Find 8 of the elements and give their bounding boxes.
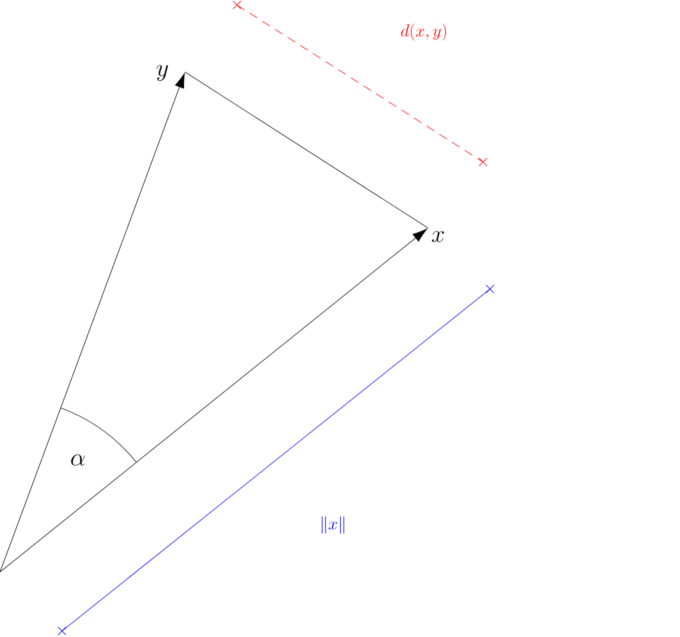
dimension-label: $\|x\|$ [322, 516, 344, 534]
angle-label: $\alpha$ [71, 454, 85, 466]
vector-label: $x$ [432, 230, 444, 242]
vector-label: $y$ [156, 64, 168, 81]
arrow [0, 73, 185, 572]
dimension-label: $d(x,y)$ [401, 23, 446, 41]
line [184, 72, 428, 228]
arrow [0, 228, 428, 572]
